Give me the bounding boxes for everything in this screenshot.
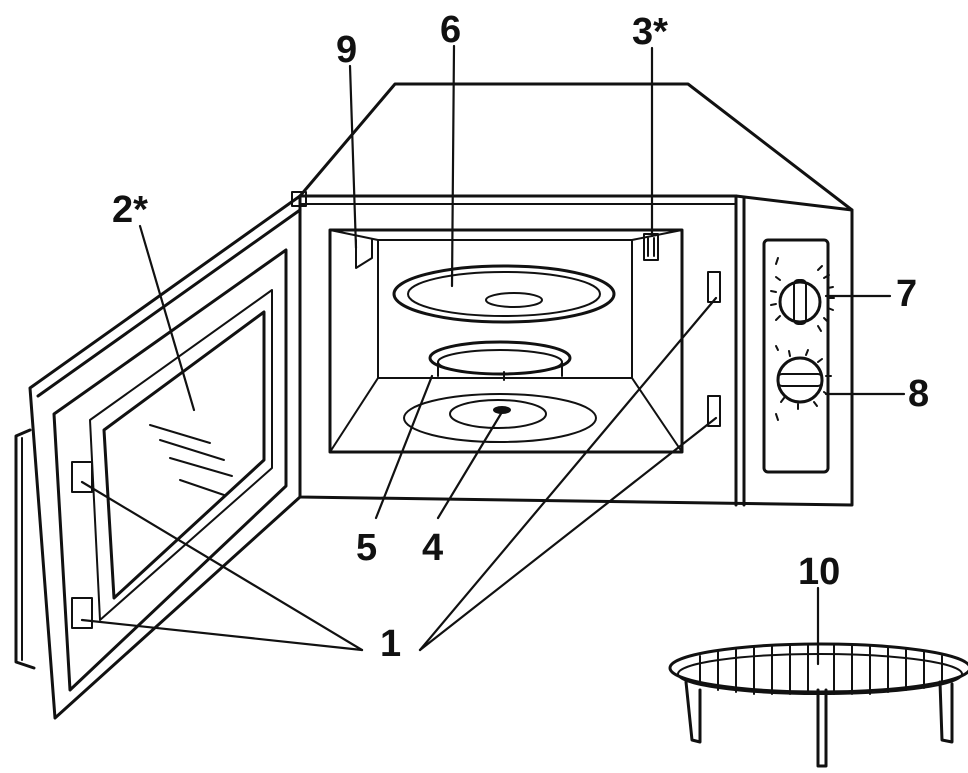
callout-9: 9 bbox=[336, 29, 357, 71]
door-latches bbox=[71, 461, 93, 629]
callout-2: 2* bbox=[112, 189, 148, 231]
window-reflection bbox=[149, 424, 233, 496]
callout-8: 8 bbox=[908, 373, 929, 415]
turntable-shaft bbox=[403, 393, 597, 443]
callout-4: 4 bbox=[422, 527, 443, 569]
callout-10: 10 bbox=[798, 551, 840, 593]
callout-labels: 9 6 3* 2* 7 8 5 4 1 10 bbox=[112, 9, 929, 665]
door-handle bbox=[14, 428, 36, 670]
control-panel bbox=[762, 238, 830, 474]
callout-5: 5 bbox=[356, 527, 377, 569]
glass-turntable bbox=[392, 264, 616, 324]
door-hinge bbox=[291, 191, 307, 207]
door-latch-hole-upper bbox=[707, 271, 721, 303]
roller-ring bbox=[428, 340, 572, 381]
door-latch-hole-lower bbox=[707, 395, 721, 427]
oven-cavity bbox=[328, 228, 721, 454]
leader-lines bbox=[80, 44, 906, 666]
power-knob bbox=[775, 345, 832, 421]
microwave-cabinet bbox=[298, 82, 854, 507]
waveguide-cover bbox=[355, 239, 373, 269]
callout-7: 7 bbox=[896, 273, 917, 315]
callout-3: 3* bbox=[632, 11, 668, 53]
grill-rack bbox=[668, 642, 968, 768]
timer-knob bbox=[770, 257, 835, 332]
door bbox=[28, 194, 302, 720]
callout-6: 6 bbox=[440, 9, 461, 51]
callout-1: 1 bbox=[380, 623, 401, 665]
